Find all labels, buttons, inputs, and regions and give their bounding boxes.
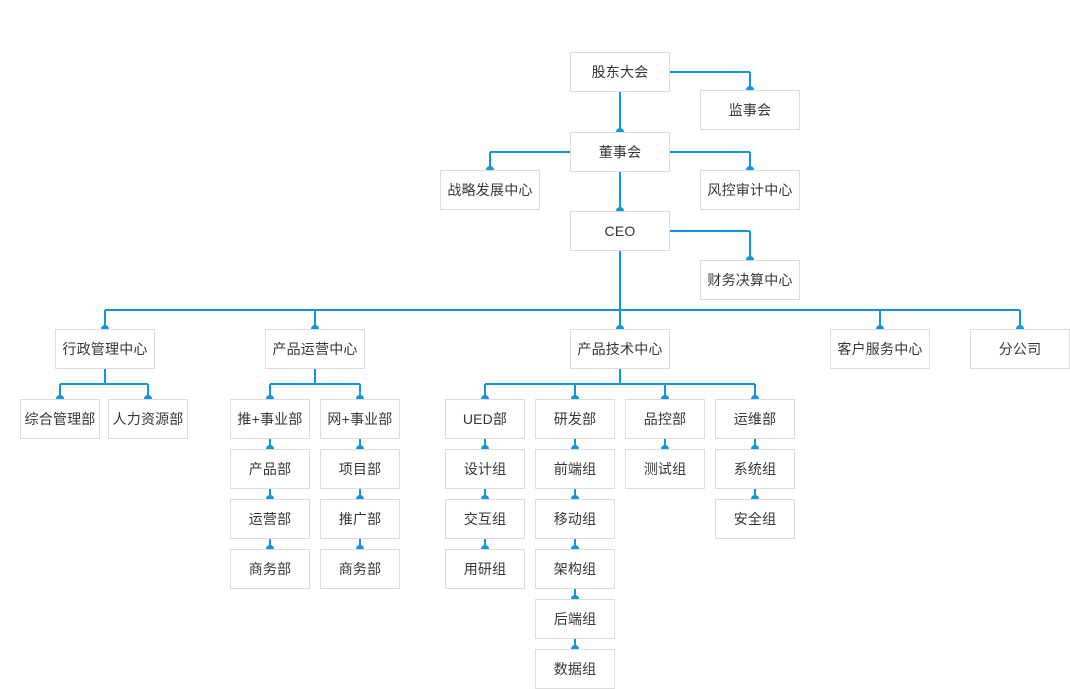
org-node-label: 分公司 (998, 341, 1042, 357)
org-node-系统组[interactable]: 系统组 (715, 449, 795, 489)
org-node-label: 监事会 (728, 102, 772, 118)
org-node-label: 财务决算中心 (707, 272, 793, 288)
org-node-label: 后端组 (553, 611, 597, 627)
org-node-监事会[interactable]: 监事会 (700, 90, 800, 130)
org-node-交互组[interactable]: 交互组 (445, 499, 525, 539)
org-node-数据组[interactable]: 数据组 (535, 649, 615, 689)
org-node-综合管理部[interactable]: 综合管理部 (20, 399, 100, 439)
org-node-label: 客户服务中心 (837, 341, 923, 357)
org-node-label: 行政管理中心 (62, 341, 148, 357)
org-node-推plus事业部[interactable]: 推+事业部 (230, 399, 310, 439)
org-node-人力资源部[interactable]: 人力资源部 (108, 399, 188, 439)
org-node-前端组[interactable]: 前端组 (535, 449, 615, 489)
org-node-label: 架构组 (553, 561, 597, 577)
org-node-客户服务中心[interactable]: 客户服务中心 (830, 329, 930, 369)
org-node-股东大会[interactable]: 股东大会 (570, 52, 670, 92)
org-node-label: 股东大会 (591, 64, 649, 80)
org-node-label: 设计组 (463, 461, 507, 477)
org-node-label: 系统组 (733, 461, 777, 477)
org-node-label: 产品运营中心 (272, 341, 358, 357)
org-node-产品技术中心[interactable]: 产品技术中心 (570, 329, 670, 369)
org-node-label: 项目部 (338, 461, 382, 477)
org-node-设计组[interactable]: 设计组 (445, 449, 525, 489)
org-node-财务决算中心[interactable]: 财务决算中心 (700, 260, 800, 300)
org-node-研发部[interactable]: 研发部 (535, 399, 615, 439)
org-node-战略发展中心[interactable]: 战略发展中心 (440, 170, 540, 210)
org-node-商务部[interactable]: 商务部 (230, 549, 310, 589)
org-node-品控部[interactable]: 品控部 (625, 399, 705, 439)
org-node-label: 商务部 (338, 561, 382, 577)
org-node-董事会[interactable]: 董事会 (570, 132, 670, 172)
org-node-label: 安全组 (733, 511, 777, 527)
org-node-网plus事业部[interactable]: 网+事业部 (320, 399, 400, 439)
org-node-label: 推广部 (338, 511, 382, 527)
org-node-风控审计中心[interactable]: 风控审计中心 (700, 170, 800, 210)
org-node-项目部[interactable]: 项目部 (320, 449, 400, 489)
org-node-label: 前端组 (553, 461, 597, 477)
org-node-label: 交互组 (463, 511, 507, 527)
org-node-行政管理中心[interactable]: 行政管理中心 (55, 329, 155, 369)
org-node-label: 运营部 (248, 511, 292, 527)
org-node-label: 产品部 (248, 461, 292, 477)
org-node-label: 商务部 (248, 561, 292, 577)
org-node-label: CEO (604, 223, 636, 239)
org-node-label: 战略发展中心 (447, 182, 533, 198)
org-node-移动组[interactable]: 移动组 (535, 499, 615, 539)
org-node-运维部[interactable]: 运维部 (715, 399, 795, 439)
org-node-分公司[interactable]: 分公司 (970, 329, 1070, 369)
org-node-label: 网+事业部 (327, 411, 393, 427)
org-node-label: UED部 (462, 411, 508, 427)
org-node-label: 品控部 (643, 411, 687, 427)
org-node-后端组[interactable]: 后端组 (535, 599, 615, 639)
org-node-UED部[interactable]: UED部 (445, 399, 525, 439)
org-node-label: 测试组 (643, 461, 687, 477)
org-node-用研组[interactable]: 用研组 (445, 549, 525, 589)
org-node-label: 人力资源部 (112, 411, 184, 427)
org-node-label: 风控审计中心 (707, 182, 793, 198)
org-node-架构组[interactable]: 架构组 (535, 549, 615, 589)
org-node-label: 综合管理部 (24, 411, 96, 427)
org-node-label: 产品技术中心 (577, 341, 663, 357)
org-node-CEO[interactable]: CEO (570, 211, 670, 251)
org-node-label: 数据组 (553, 661, 597, 677)
org-node-测试组[interactable]: 测试组 (625, 449, 705, 489)
org-node-label: 用研组 (463, 561, 507, 577)
org-node-运营部[interactable]: 运营部 (230, 499, 310, 539)
org-node-label: 移动组 (553, 511, 597, 527)
org-node-商务部[interactable]: 商务部 (320, 549, 400, 589)
org-node-label: 研发部 (553, 411, 597, 427)
org-node-安全组[interactable]: 安全组 (715, 499, 795, 539)
org-node-label: 推+事业部 (237, 411, 303, 427)
org-node-推广部[interactable]: 推广部 (320, 499, 400, 539)
org-node-label: 运维部 (733, 411, 777, 427)
org-node-label: 董事会 (598, 144, 642, 160)
org-node-产品运营中心[interactable]: 产品运营中心 (265, 329, 365, 369)
org-node-产品部[interactable]: 产品部 (230, 449, 310, 489)
